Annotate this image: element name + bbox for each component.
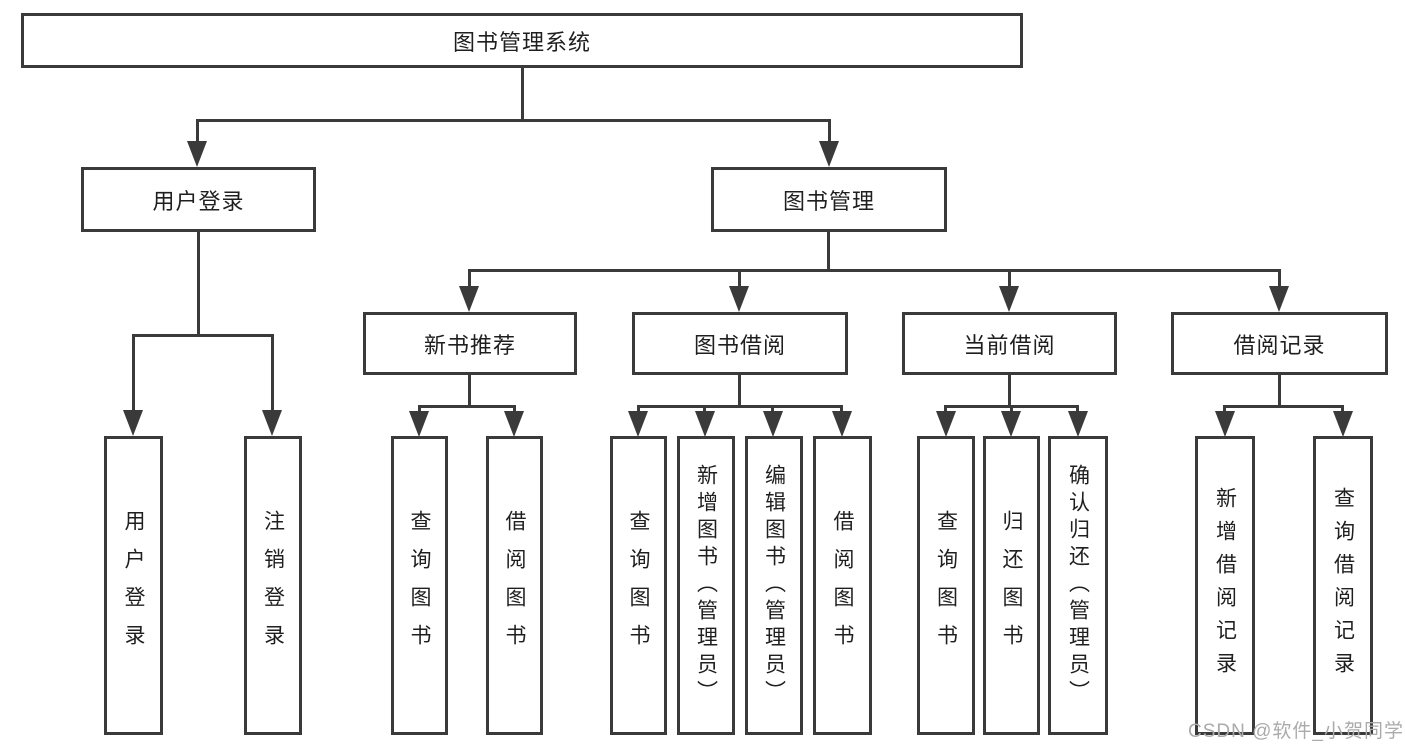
connector: [271, 334, 274, 411]
node-book-borrow: 图书借阅: [632, 312, 848, 375]
arrow-down-icon: [1068, 411, 1088, 437]
node-user-login: 用户登录: [81, 167, 316, 232]
connector: [132, 334, 274, 337]
csdn-watermark: CSDN @软件_小贺同学: [1188, 721, 1404, 742]
leaf-return-books: 归还图书: [983, 436, 1040, 735]
leaf-confirm-return-admin: 确认归还（管理员）: [1048, 436, 1108, 735]
arrow-down-icon: [628, 411, 648, 437]
connector: [828, 119, 831, 145]
connector: [944, 405, 947, 415]
leaf-query-books-current: 查询图书: [917, 436, 975, 735]
connector: [1008, 375, 1011, 408]
arrow-down-icon: [819, 141, 839, 167]
connector: [738, 375, 741, 408]
node-system-root: 图书管理系统: [21, 13, 1023, 68]
connector: [703, 405, 706, 415]
arrow-down-icon: [459, 286, 479, 312]
connector: [468, 269, 471, 288]
node-book-management: 图书管理: [711, 167, 947, 232]
connector: [1223, 405, 1344, 408]
arrow-down-icon: [262, 410, 282, 436]
leaf-add-books-admin: 新增图书（管理员）: [677, 436, 735, 735]
connector: [468, 269, 1281, 272]
leaf-user-login: 用户登录: [104, 436, 163, 735]
arrow-down-icon: [695, 411, 715, 437]
node-current-borrow: 当前借阅: [902, 312, 1117, 375]
connector: [1278, 269, 1281, 288]
connector: [637, 405, 843, 408]
connector: [1223, 405, 1226, 415]
connector: [1076, 405, 1079, 415]
arrow-down-icon: [1215, 411, 1235, 437]
leaf-edit-books-admin: 编辑图书（管理员）: [745, 436, 803, 735]
arrow-down-icon: [999, 286, 1019, 312]
connector: [1341, 405, 1344, 415]
arrow-down-icon: [1333, 411, 1353, 437]
node-new-book-recommend: 新书推荐: [363, 312, 577, 375]
arrow-down-icon: [729, 286, 749, 312]
leaf-query-borrow-record: 查询借阅记录: [1313, 436, 1373, 735]
connector: [196, 119, 199, 145]
leaf-query-books-borrow: 查询图书: [610, 436, 667, 735]
connector: [418, 405, 516, 408]
connector: [418, 405, 421, 415]
arrow-down-icon: [1269, 286, 1289, 312]
arrow-down-icon: [763, 411, 783, 437]
node-borrow-records: 借阅记录: [1171, 312, 1388, 375]
connector: [1278, 375, 1281, 408]
arrow-down-icon: [1001, 411, 1021, 437]
arrow-down-icon: [123, 410, 143, 436]
leaf-borrow-books: 借阅图书: [813, 436, 872, 735]
connector: [771, 405, 774, 415]
arrow-down-icon: [504, 411, 524, 437]
connector: [827, 232, 830, 272]
connector: [132, 334, 135, 411]
arrow-down-icon: [936, 411, 956, 437]
connector: [513, 405, 516, 415]
connector: [637, 405, 640, 415]
connector: [196, 119, 831, 122]
connector: [197, 232, 200, 334]
connector: [521, 68, 524, 119]
leaf-add-borrow-record: 新增借阅记录: [1195, 436, 1255, 735]
arrow-down-icon: [409, 411, 429, 437]
connector: [1010, 405, 1013, 415]
connector: [840, 405, 843, 415]
connector: [468, 375, 471, 408]
connector: [1008, 269, 1011, 288]
leaf-logout: 注销登录: [244, 436, 302, 735]
connector: [738, 269, 741, 288]
leaf-query-books-recommend: 查询图书: [391, 436, 448, 735]
arrow-down-icon: [832, 411, 852, 437]
arrow-down-icon: [187, 141, 207, 167]
leaf-borrow-books-recommend: 借阅图书: [486, 436, 543, 735]
